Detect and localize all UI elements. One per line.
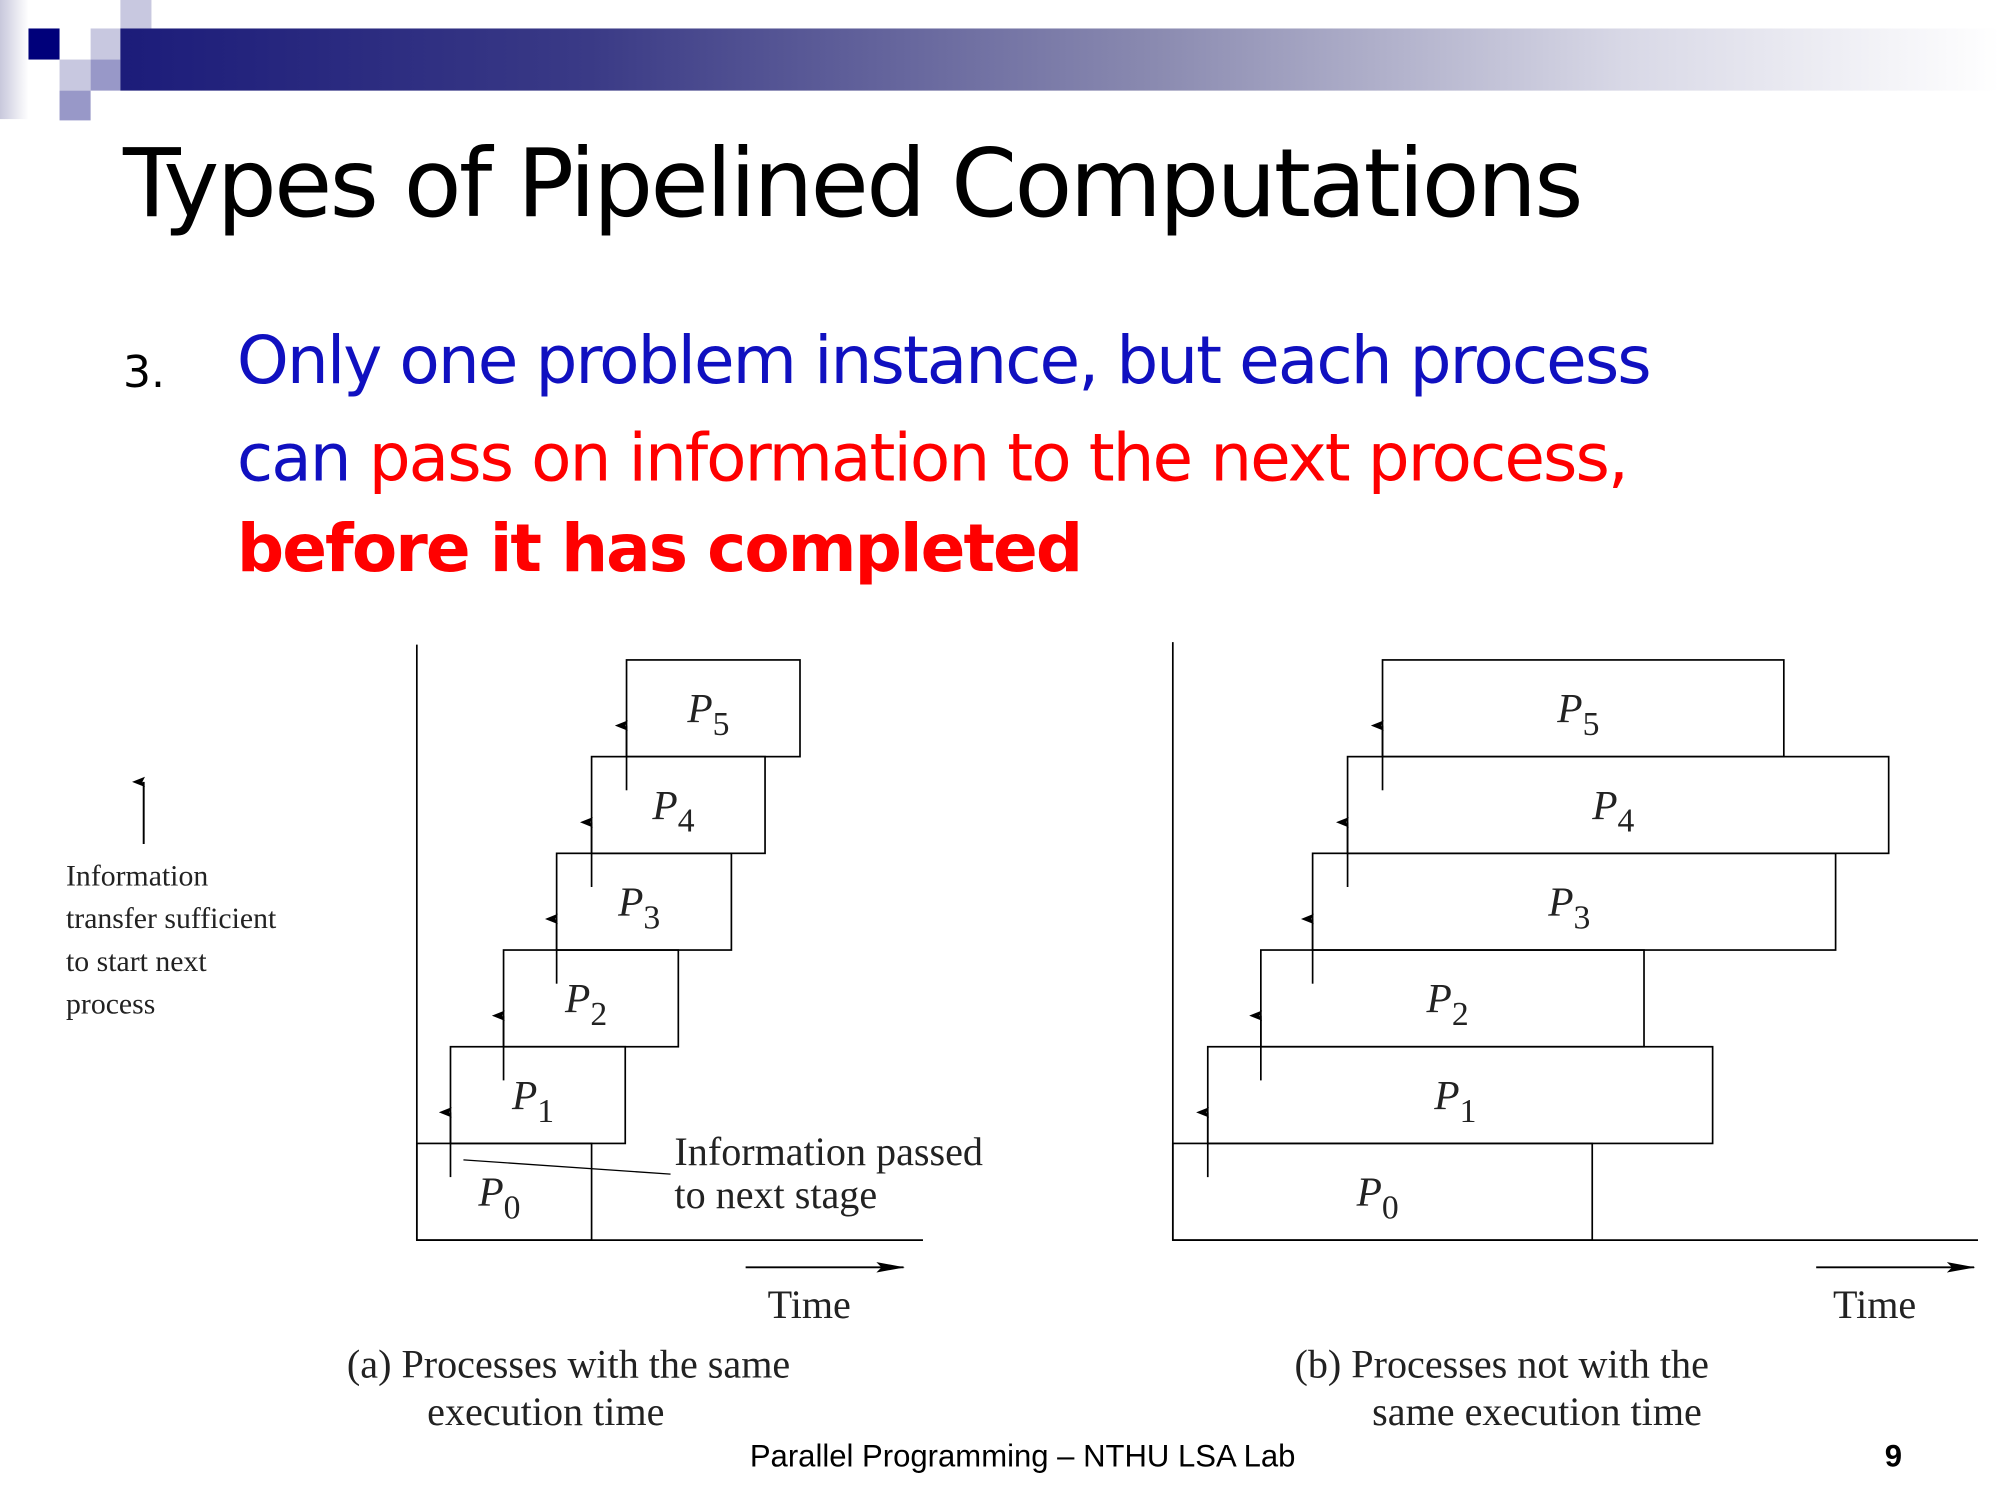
time-label-b: Time: [1833, 1282, 1916, 1327]
bullet-number: 3.: [122, 346, 165, 399]
annotation-line: process: [66, 987, 156, 1021]
callout-leader-line: [463, 1159, 671, 1175]
process-label: P0: [1356, 1169, 1399, 1227]
callout-line-1: Information passed: [674, 1129, 983, 1174]
slide-title: Types of Pipelined Computations: [122, 129, 1584, 240]
annotation-line: Information: [66, 859, 209, 892]
process-label: P4: [1591, 782, 1634, 840]
process-label: P4: [651, 782, 694, 840]
bullet-line-2-red: pass on information to the next process,: [349, 420, 1629, 498]
caption-b-line-1: (b) Processes not with the: [1295, 1341, 1709, 1386]
callout-line-2: to next stage: [674, 1172, 877, 1217]
process-label: P2: [564, 975, 607, 1033]
process-label: P5: [686, 685, 729, 743]
process-label: P3: [1547, 878, 1590, 936]
process-label: P5: [1556, 685, 1599, 743]
annotation-line: transfer sufficient: [66, 902, 277, 935]
annotation-text: Information transfer sufficient to start…: [66, 854, 276, 1025]
caption-a-line-1: (a) Processes with the same: [347, 1341, 790, 1386]
process-label: P1: [511, 1072, 554, 1130]
page-number: 9: [1884, 1439, 1903, 1475]
bullet-line-1: Only one problem instance, but each proc…: [236, 323, 1652, 401]
annotation-line: to start next: [66, 944, 207, 978]
bullet-line-2: can pass on information to the next proc…: [236, 420, 1629, 498]
footer-text: Parallel Programming – NTHU LSA Lab: [749, 1439, 1296, 1475]
process-box: [625, 659, 801, 758]
caption-a-line-2: execution time: [427, 1389, 664, 1434]
process-label: P2: [1426, 975, 1469, 1033]
bullet-line-3: before it has completed: [236, 511, 1083, 588]
caption-b-line-2: same execution time: [1372, 1389, 1702, 1434]
process-label: P3: [617, 878, 660, 936]
time-label-a: Time: [768, 1282, 851, 1327]
process-box: [1381, 659, 1785, 758]
process-label: P1: [1433, 1072, 1476, 1130]
bullet-line-2-blue: can: [236, 420, 352, 498]
process-label: P0: [477, 1169, 520, 1227]
